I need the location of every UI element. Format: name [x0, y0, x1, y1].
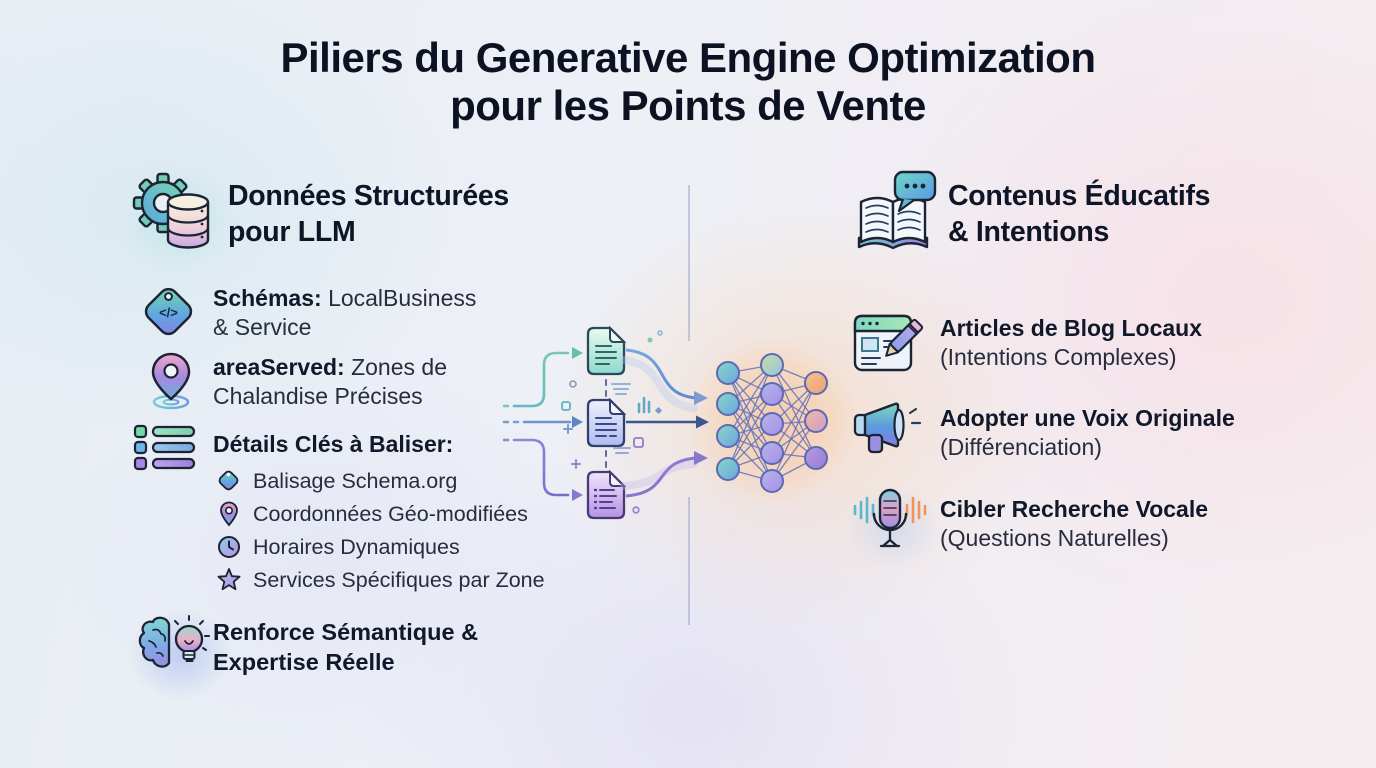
- item-schemas: Schémas: LocalBusiness & Service: [213, 284, 495, 342]
- document-green: [586, 325, 627, 376]
- sub-item-label: Services Spécifiques par Zone: [253, 567, 545, 592]
- divider-line: [688, 497, 690, 625]
- right-item-voice: Adopter une Voix Originale (Différenciat…: [940, 404, 1235, 462]
- left-column-title: Données Structurées pour LLM: [228, 180, 509, 249]
- tag-icon: [218, 470, 239, 491]
- sub-item-horaires: Horaires Dynamiques: [216, 534, 460, 560]
- sub-item-balisage: Balisage Schema.org: [216, 468, 457, 494]
- brain-lightbulb-icon: [138, 615, 210, 668]
- right-item-vocal-search: Cibler Recherche Vocale (Questions Natur…: [940, 495, 1208, 553]
- right-item-subtitle: (Intentions Complexes): [940, 343, 1177, 370]
- item-areaserved: areaServed: Zones de Chalandise Précises: [213, 353, 495, 411]
- right-item-title: Adopter une Voix Originale: [940, 405, 1235, 431]
- sub-item-label: Horaires Dynamiques: [253, 534, 460, 559]
- blog-pencil-icon: [853, 314, 924, 372]
- gear-database-icon: [132, 172, 210, 249]
- map-pin-icon: [151, 352, 191, 410]
- item-details-key: Détails Clés à Baliser:: [213, 431, 454, 457]
- database: [166, 193, 210, 249]
- input-arrows: [502, 351, 572, 497]
- right-item-subtitle: (Différenciation): [940, 433, 1102, 460]
- clock-icon: [218, 536, 240, 558]
- item-details-heading: Détails Clés à Baliser:: [213, 430, 453, 459]
- right-item-subtitle: (Questions Naturelles): [940, 524, 1169, 551]
- item-areaserved-key: areaServed:: [213, 354, 345, 380]
- sub-item-label: Balisage Schema.org: [253, 468, 458, 493]
- document-blue: [586, 397, 627, 448]
- sub-item-services: Services Spécifiques par Zone: [216, 567, 545, 593]
- data-flow-diagram: [502, 325, 858, 520]
- star-icon: [217, 568, 241, 591]
- right-item-blog: Articles de Blog Locaux (Intentions Comp…: [940, 314, 1202, 372]
- right-item-title: Cibler Recherche Vocale: [940, 496, 1209, 522]
- svg-text:</>: </>: [159, 305, 178, 320]
- output-arrows: [620, 348, 698, 498]
- book-chat-icon: [857, 170, 937, 250]
- pin-icon: [220, 501, 238, 527]
- code-tag-icon: </>: [144, 287, 193, 336]
- microphone-icon: [853, 488, 927, 548]
- item-schemas-key: Schémas:: [213, 285, 322, 311]
- item-areaserved-value: Zones de Chalandise Précises: [213, 354, 447, 409]
- sub-item-coordonnees: Coordonnées Géo-modifiées: [216, 501, 528, 527]
- neural-network: [716, 353, 828, 493]
- divider-line: [688, 185, 690, 341]
- item-schemas-value: LocalBusiness & Service: [213, 285, 477, 340]
- decorative-marks: [561, 330, 663, 514]
- sub-item-label: Coordonnées Géo-modifiées: [253, 501, 528, 526]
- right-item-title: Articles de Blog Locaux: [940, 315, 1203, 341]
- checklist-icon: [133, 424, 196, 471]
- right-column-title: Contenus Éducatifs & Intentions: [948, 180, 1211, 249]
- megaphone-icon: [853, 402, 922, 454]
- page-title: Piliers du Generative Engine Optimizatio…: [280, 34, 1096, 130]
- document-purple: [586, 469, 627, 520]
- left-column-footer: Renforce Sémantique & Expertise Réelle: [213, 619, 479, 675]
